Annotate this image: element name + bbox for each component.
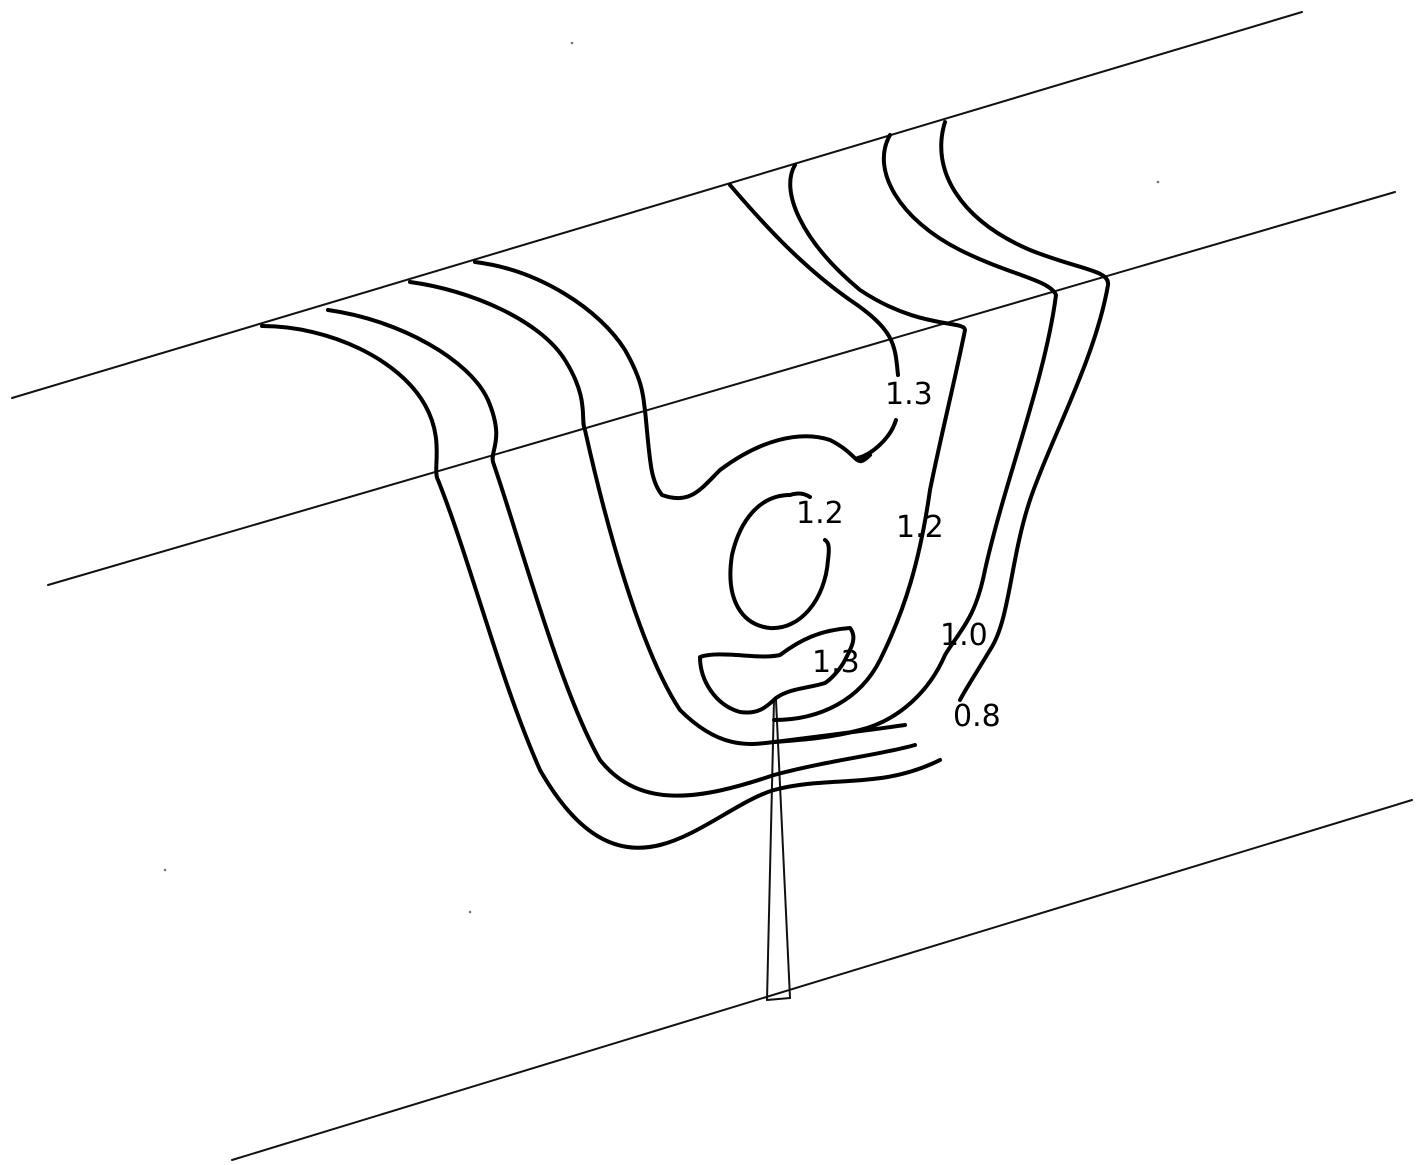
block-outline [11, 11, 1413, 1161]
speck [163, 868, 167, 872]
label-right-1-2: 1.2 [896, 510, 944, 545]
contour-second [326, 308, 917, 798]
label-top-1-3: 1.3 [885, 377, 933, 412]
top-front-edge [47, 191, 1396, 586]
label-right-1-0: 1.0 [940, 618, 988, 653]
contour-outer [260, 324, 942, 850]
speck [468, 910, 472, 914]
contour-inner-ring-top [788, 491, 812, 499]
top-back-edge [11, 11, 1303, 399]
contour-inner-ring [728, 493, 831, 631]
speck [570, 41, 574, 45]
label-inner-1-2: 1.2 [796, 496, 844, 531]
contour-right-1-2-lower [856, 418, 898, 460]
contour-right-1-2 [728, 183, 900, 377]
contour-value-labels: 1.3 1.2 1.2 1.0 0.8 1.3 [796, 377, 1001, 734]
label-bottom-0-8: 0.8 [953, 699, 1001, 734]
contour-fourth [473, 260, 872, 501]
contour-0-8 [939, 120, 1110, 702]
contour-lower-blob [698, 626, 856, 715]
label-lower-1-3: 1.3 [812, 645, 860, 680]
speck [1156, 180, 1160, 184]
contour-1-0 [772, 133, 1058, 744]
scan-specks [163, 41, 1160, 914]
notch-bottom-edge [766, 997, 791, 1001]
bottom-edge [231, 799, 1413, 1161]
contour-right-1-2-b [772, 163, 967, 722]
notch-left-edge [766, 699, 775, 1001]
notch-right-edge [775, 699, 791, 999]
contour-lines [260, 120, 1110, 850]
